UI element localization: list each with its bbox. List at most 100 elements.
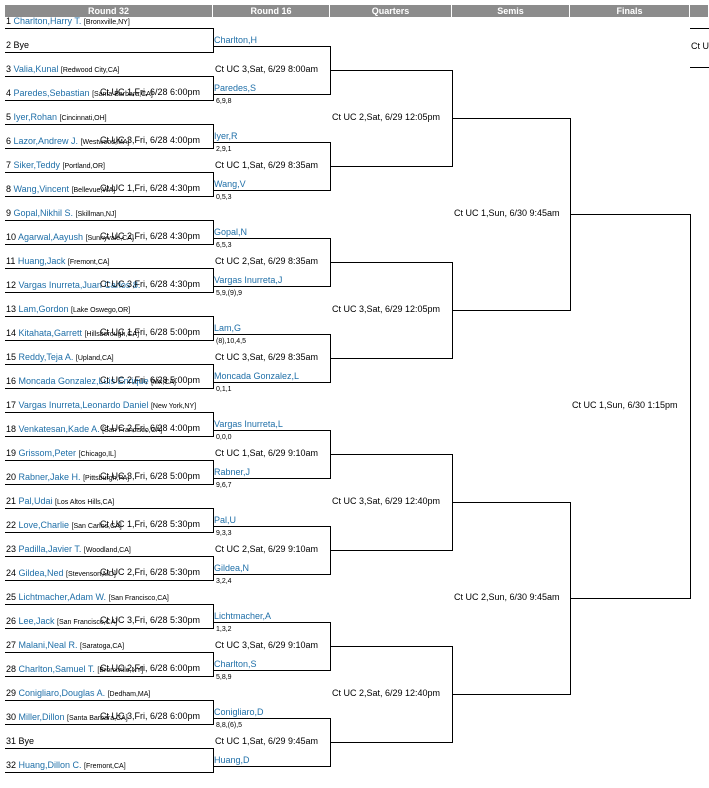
extra-line	[690, 28, 709, 29]
r32-entry[interactable]: 25 Lichtmacher,Adam W. [San Francisco,CA…	[6, 592, 169, 604]
r32-connector	[213, 124, 214, 149]
player-location: [San Francisco,CA]	[108, 595, 169, 602]
r32-match-schedule: Ct UC 3,Fri, 6/28 5:00pm	[100, 471, 201, 481]
player-name[interactable]: Padilla,Javier T.	[18, 544, 84, 554]
r16-winner-name[interactable]: Huang,D	[214, 755, 250, 765]
qf-match-schedule: Ct UC 3,Sat, 6/29 12:05pm	[332, 304, 441, 314]
r16-winner-name[interactable]: Vargas Inurreta,L	[214, 419, 283, 429]
header-round-16: Round 16	[213, 5, 330, 17]
qf-match-schedule: Ct UC 2,Sat, 6/29 12:05pm	[332, 112, 441, 122]
r32-entry[interactable]: 27 Malani,Neal R. [Saratoga,CA]	[6, 640, 124, 652]
r32-line	[5, 748, 213, 749]
r32-entry[interactable]: 8 Wang,Vincent [Bellevue,WA]	[6, 184, 115, 196]
player-name[interactable]: Malani,Neal R.	[18, 640, 81, 650]
r32-entry[interactable]: 2 Bye	[6, 40, 29, 51]
r16-winner-name[interactable]: Vargas Inurreta,J	[214, 275, 283, 285]
seed-number: 23	[6, 544, 19, 554]
player-name[interactable]: Grissom,Peter	[18, 448, 79, 458]
r32-entry[interactable]: 18 Venkatesan,Kade A. [San Francisco,CA]	[6, 424, 162, 436]
r32-entry[interactable]: 21 Pal,Udai [Los Altos Hills,CA]	[6, 496, 114, 508]
player-name[interactable]: Agarwal,Aayush	[18, 232, 86, 242]
player-name[interactable]: Pal,Udai	[18, 496, 56, 506]
player-name[interactable]: Vargas Inurreta,Leonardo Daniel	[18, 400, 151, 410]
r32-entry[interactable]: 14 Kitahata,Garrett [Hillsborough,CA]	[6, 328, 139, 340]
r16-winner-name[interactable]: Paredes,S	[214, 83, 257, 93]
r32-entry[interactable]: 3 Valia,Kunal [Redwood City,CA]	[6, 64, 120, 76]
r32-match-schedule: Ct UC 3,Fri, 6/28 6:00pm	[100, 711, 201, 721]
r16-winner-name[interactable]: Charlton,H	[214, 35, 258, 45]
r32-entry[interactable]: 17 Vargas Inurreta,Leonardo Daniel [New …	[6, 400, 196, 412]
player-name[interactable]: Wang,Vincent	[13, 184, 72, 194]
player-name[interactable]: Conigliaro,Douglas A.	[18, 688, 108, 698]
r32-entry[interactable]: 4 Paredes,Sebastian [Santa Barbara,CA]	[6, 88, 153, 100]
r32-entry[interactable]: 23 Padilla,Javier T. [Woodland,CA]	[6, 544, 131, 556]
player-name[interactable]: Charlton,Harry T.	[13, 16, 84, 26]
player-name[interactable]: Moncada Gonzalez,Luis Enrique	[18, 376, 152, 386]
r32-entry[interactable]: 20 Rabner,Jake H. [Pittsburgh,PA]	[6, 472, 129, 484]
r32-entry[interactable]: 28 Charlton,Samuel T. [Bronxville,NY]	[6, 664, 143, 676]
player-name[interactable]: Siker,Teddy	[13, 160, 63, 170]
r32-entry[interactable]: 32 Huang,Dillon C. [Fremont,CA]	[6, 760, 126, 772]
r32-entry[interactable]: 9 Gopal,Nikhil S. [Skillman,NJ]	[6, 208, 116, 220]
r32-line	[5, 244, 213, 245]
player-name[interactable]: Lam,Gordon	[18, 304, 72, 314]
r32-entry[interactable]: 16 Moncada Gonzalez,Luis Enrique [Mx,CA]	[6, 376, 176, 388]
player-name[interactable]: Huang,Jack	[17, 256, 68, 266]
r16-winner-name[interactable]: Moncada Gonzalez,L	[214, 371, 300, 381]
r16-winner-name[interactable]: Charlton,S	[214, 659, 257, 669]
player-name[interactable]: Paredes,Sebastian	[13, 88, 93, 98]
r16-winner-name[interactable]: Iyer,R	[214, 131, 238, 141]
r16-winner-name[interactable]: Conigliaro,D	[214, 707, 264, 717]
r32-entry[interactable]: 29 Conigliaro,Douglas A. [Dedham,MA]	[6, 688, 150, 700]
player-name[interactable]: Love,Charlie	[18, 520, 72, 530]
r16-winner-name[interactable]: Wang,V	[214, 179, 246, 189]
r16-winner-name[interactable]: Lichtmacher,A	[214, 611, 272, 621]
seed-number: 10	[6, 232, 19, 242]
qf-match-schedule: Ct UC 3,Sat, 6/29 12:40pm	[332, 496, 441, 506]
player-name[interactable]: Gopal,Nikhil S.	[13, 208, 76, 218]
player-name[interactable]: Iyer,Rohan	[13, 112, 60, 122]
r32-entry[interactable]: 6 Lazor,Andrew J. [Westwood,MA]	[6, 136, 129, 148]
player-name[interactable]: Valia,Kunal	[13, 64, 61, 74]
header-quarters: Quarters	[330, 5, 452, 17]
r32-match-schedule: Ct UC 2,Fri, 6/28 4:30pm	[100, 231, 201, 241]
r32-entry[interactable]: 13 Lam,Gordon [Lake Oswego,OR]	[6, 304, 130, 316]
r16-winner-name[interactable]: Lam,G	[214, 323, 242, 333]
player-name[interactable]: Vargas Inurreta,Juan Carlos 8.	[18, 280, 141, 290]
r16-line	[213, 670, 330, 671]
r32-entry[interactable]: 30 Miller,Dillon [Santa Barbara,CA]	[6, 712, 128, 724]
r16-winner-name[interactable]: Gildea,N	[214, 563, 250, 573]
r32-entry[interactable]: 22 Love,Charlie [San Carlos,CA]	[6, 520, 122, 532]
r32-entry[interactable]: 15 Reddy,Teja A. [Upland,CA]	[6, 352, 114, 364]
r32-entry[interactable]: 5 Iyer,Rohan [Cincinnati,OH]	[6, 112, 107, 124]
r16-winner-name[interactable]: Gopal,N	[214, 227, 248, 237]
player-name[interactable]: Charlton,Samuel T.	[18, 664, 98, 674]
r32-entry[interactable]: 11 Huang,Jack [Fremont,CA]	[6, 256, 110, 268]
r32-entry[interactable]: 19 Grissom,Peter [Chicago,IL]	[6, 448, 116, 460]
player-name[interactable]: Gildea,Ned	[18, 568, 67, 578]
seed-number: 27	[6, 640, 19, 650]
r32-entry[interactable]: 26 Lee,Jack [San Francisco,CA]	[6, 616, 117, 628]
player-name[interactable]: Lee,Jack	[18, 616, 58, 626]
r16-match-schedule: Ct UC 1,Sat, 6/29 9:45am	[215, 736, 319, 746]
r32-entry[interactable]: 7 Siker,Teddy [Portland,OR]	[6, 160, 105, 172]
player-name[interactable]: Miller,Dillon	[18, 712, 68, 722]
player-name[interactable]: Lazor,Andrew J.	[13, 136, 81, 146]
r32-entry[interactable]: 12 Vargas Inurreta,Juan Carlos 8.	[6, 280, 140, 291]
r16-winner-name[interactable]: Rabner,J	[214, 467, 251, 477]
player-name[interactable]: Kitahata,Garrett	[18, 328, 85, 338]
player-name[interactable]: Reddy,Teja A.	[18, 352, 76, 362]
r32-entry[interactable]: 10 Agarwal,Aayush [Sunnyvale,CA]	[6, 232, 134, 244]
r32-entry[interactable]: 1 Charlton,Harry T. [Bronxville,NY]	[6, 16, 130, 28]
r32-entry[interactable]: 31 Bye	[6, 736, 34, 747]
r32-entry[interactable]: 24 Gildea,Ned [Stevenson,MD]	[6, 568, 116, 580]
r32-line	[5, 388, 213, 389]
player-name[interactable]: Rabner,Jake H.	[18, 472, 84, 482]
seed-number: 2	[6, 40, 14, 50]
r16-line	[213, 190, 330, 191]
player-name[interactable]: Venkatesan,Kade A.	[18, 424, 103, 434]
r32-match-schedule: Ct UC 1,Fri, 6/28 5:00pm	[100, 327, 201, 337]
r16-winner-name[interactable]: Pal,U	[214, 515, 237, 525]
player-name[interactable]: Huang,Dillon C.	[18, 760, 85, 770]
player-name[interactable]: Lichtmacher,Adam W.	[18, 592, 109, 602]
